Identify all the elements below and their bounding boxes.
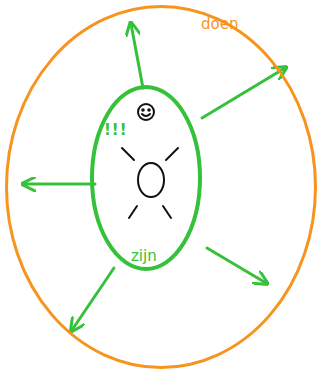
ellipse-outline bbox=[90, 85, 202, 271]
inner-ellipse: !!! zijn bbox=[90, 85, 202, 271]
ellipse-outline bbox=[5, 5, 317, 369]
node-label: doen bbox=[201, 15, 238, 33]
outer-ellipse: doen!!! zijn bbox=[5, 5, 317, 369]
exclamation-mark: !!! bbox=[104, 121, 128, 139]
stick-figure bbox=[122, 104, 178, 218]
node-label: zijn bbox=[131, 247, 157, 265]
outward-arrows bbox=[24, 24, 285, 330]
